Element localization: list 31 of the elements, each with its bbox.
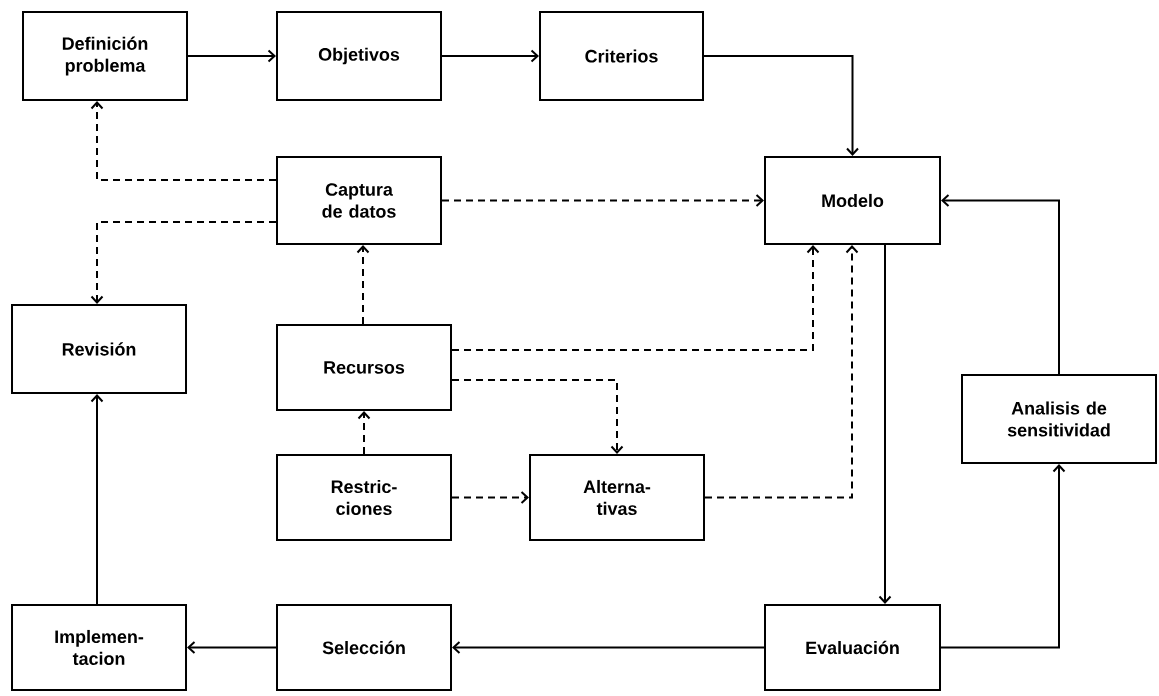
process-box: Selección [276, 604, 452, 691]
process-box: Modelo [764, 156, 941, 245]
arrow [90, 221, 277, 304]
process-box: Criterios [539, 11, 704, 101]
arrow [357, 411, 371, 455]
process-box: Implemen- tacion [11, 604, 187, 691]
process-box: Restric- ciones [276, 454, 452, 541]
arrow [703, 55, 859, 156]
arrow [452, 641, 765, 654]
arrow [704, 245, 859, 499]
arrow [356, 245, 370, 325]
process-box: Objetivos [276, 11, 442, 101]
arrow [451, 491, 529, 504]
arrow [451, 379, 624, 454]
arrow [187, 641, 277, 654]
process-box: Analisis de sensitividad [961, 374, 1157, 464]
arrow [878, 244, 892, 604]
arrow [941, 194, 1060, 375]
arrow [441, 49, 539, 63]
process-box: Recursos [276, 324, 452, 411]
arrow [90, 101, 277, 181]
arrow [90, 394, 104, 605]
process-box: Evaluación [764, 604, 941, 691]
process-box: Definición problema [22, 11, 188, 101]
process-box: Alterna- tivas [529, 454, 705, 541]
process-box: Revisión [11, 304, 187, 394]
arrow [441, 194, 764, 207]
arrow [940, 464, 1066, 649]
arrow [451, 245, 820, 351]
process-box: Captura de datos [276, 156, 442, 245]
arrow [187, 49, 276, 63]
